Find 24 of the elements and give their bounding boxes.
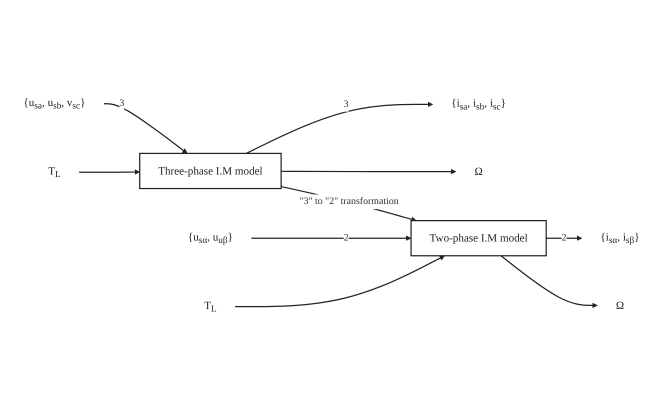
arrow [246,102,434,154]
arrow [546,236,582,242]
arrow [104,103,188,154]
arrow [500,256,598,308]
edge-label: "3" to "2" transformation [300,196,399,207]
arrow [79,170,140,176]
node-box: Two-phase I.M model [410,220,547,257]
node-text: {i$_{sa}$, i$_{sb}$, i$_{sc}$} [451,96,506,112]
node-box: Three-phase I.M model [139,153,282,190]
node-text: T$_{L}$ [48,164,61,180]
node-text: T$_{L}$ [204,299,217,314]
node-text: {u$_{sa}$, u$_{sb}$, v$_{sc}$} [23,96,86,112]
edge-label: 3 [119,98,124,109]
arrow [251,236,412,242]
node-text: {i$_{sα}$, i$_{sβ}$} [600,230,640,246]
arrow [235,256,445,308]
node-text: Ω [616,299,624,312]
node-text: Ω [474,165,483,178]
edge-label: 2 [344,232,349,244]
node-text: {u$_{sα}$, u$_{uβ}$} [188,230,233,246]
edge-label: 3 [344,99,349,110]
arrow [281,169,456,175]
edge-label: 2 [562,232,567,244]
arrow [281,186,416,222]
